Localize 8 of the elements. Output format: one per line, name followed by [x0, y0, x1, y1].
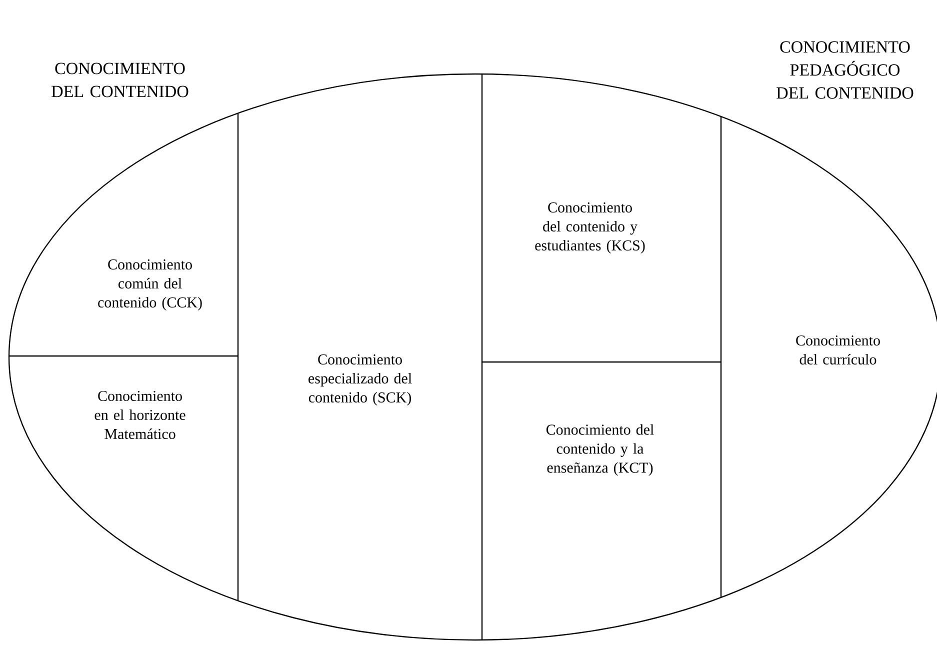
- region-label: Conocimiento común del contenido (CCK): [98, 259, 202, 311]
- heading: CONOCIMIENTO DEL CONTENIDO: [52, 62, 188, 98]
- heading: CONOCIMIENTO PEDAGÓGICO DEL CONTENIDO: [776, 41, 914, 99]
- region-label: Conocimiento en el horizonte Matemático: [94, 390, 186, 440]
- region-label: Conocimiento especializado del contenido (SCK): [308, 354, 412, 406]
- region-label: Conocimiento del contenido y estudiantes (KCS): [535, 202, 645, 254]
- region-label: Conocimiento del currículo: [796, 335, 880, 365]
- region-label: Conocimiento del contenido y la enseñanza (KCT): [546, 424, 654, 476]
